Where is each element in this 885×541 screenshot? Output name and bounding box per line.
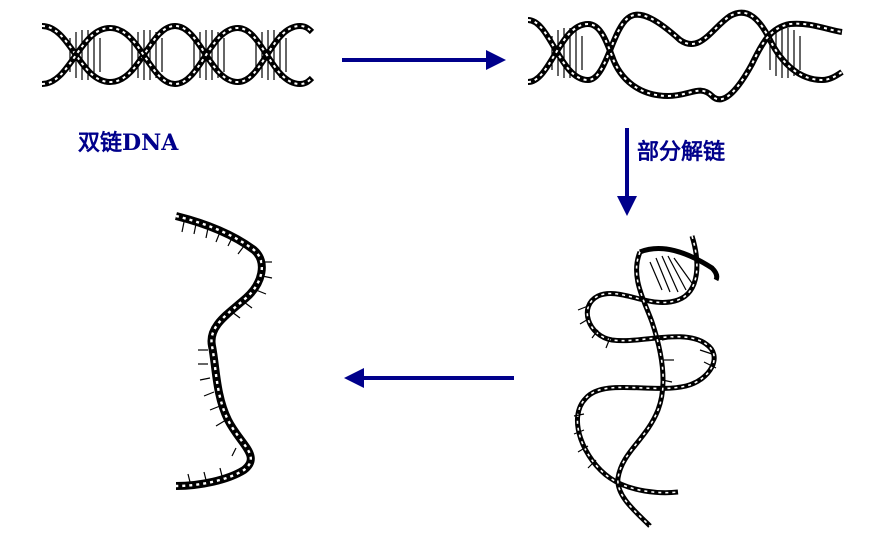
double-helix-icon bbox=[41, 22, 315, 88]
helix-strand-a-highlight bbox=[41, 24, 313, 84]
residual-base-pairs bbox=[649, 255, 695, 293]
single-strand-ticks bbox=[181, 221, 273, 483]
unwound-strand-bottom bbox=[527, 20, 843, 103]
coiled-strand-a bbox=[575, 235, 717, 496]
partial-unwinding-label: 部分解链 bbox=[637, 140, 726, 165]
partially-unwound-helix-icon bbox=[527, 9, 844, 103]
coiled-strand-b-highlight bbox=[617, 251, 664, 527]
unwound-strand-bottom-highlight bbox=[527, 22, 843, 101]
coiled-strand-a-highlight bbox=[576, 235, 715, 494]
unwound-strand-top-highlight bbox=[527, 11, 843, 82]
double-strand-label: 双链DNA bbox=[78, 130, 179, 156]
single-strand-icon bbox=[175, 212, 273, 490]
coiled-strands-icon bbox=[573, 235, 720, 528]
single-strand-highlight bbox=[175, 214, 264, 488]
strand-ticks bbox=[573, 305, 717, 469]
single-strand bbox=[175, 212, 266, 490]
helix-strand-b-highlight bbox=[41, 26, 313, 86]
